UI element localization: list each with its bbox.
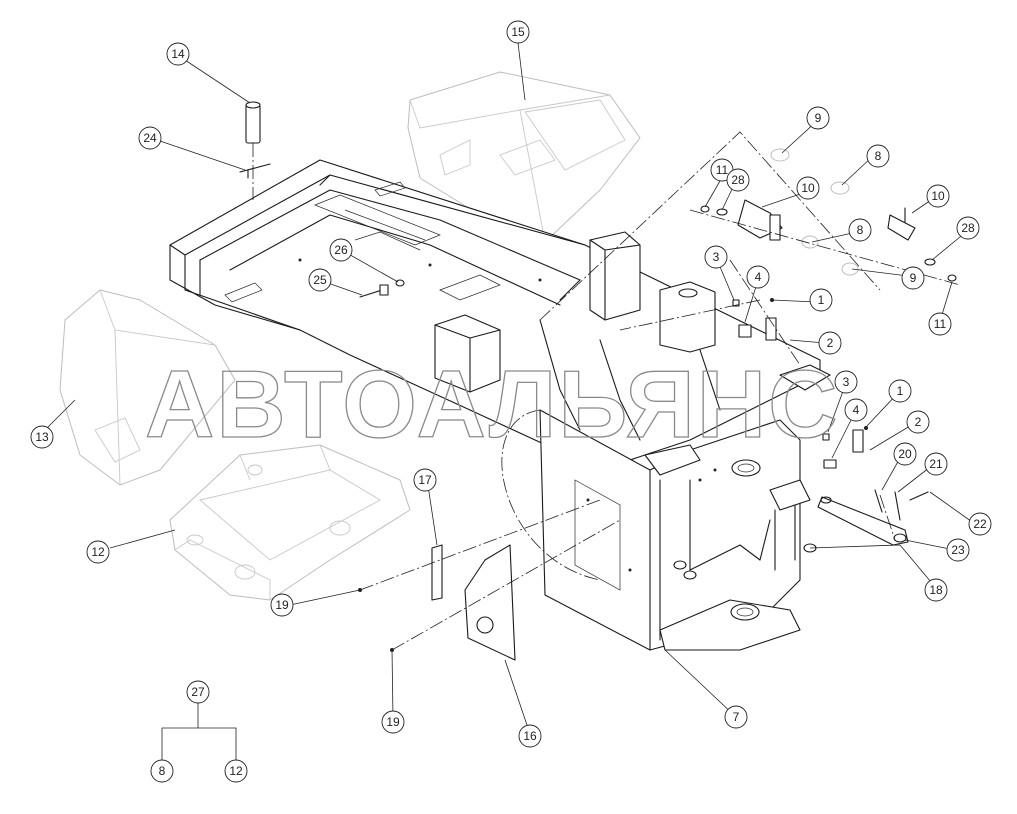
callout-8: 8 (866, 144, 890, 168)
callout-1: 1 (888, 379, 912, 403)
svg-text:10: 10 (801, 181, 815, 195)
svg-text:3: 3 (843, 375, 850, 389)
ghost-cover-13 (59, 289, 236, 486)
callout-23: 23 (946, 538, 970, 562)
callout-1: 1 (809, 288, 833, 312)
ghost-cover-15 (407, 71, 641, 243)
svg-text:2: 2 (915, 415, 922, 429)
svg-text:21: 21 (929, 457, 943, 471)
svg-text:17: 17 (418, 473, 432, 487)
callout-2: 2 (818, 331, 842, 355)
ghost-frame-12 (169, 444, 411, 601)
callout-3: 3 (704, 245, 728, 269)
svg-text:2: 2 (827, 336, 834, 350)
callout-15: 15 (506, 20, 530, 44)
svg-text:14: 14 (171, 47, 185, 61)
callout-19: 19 (381, 710, 405, 734)
svg-text:7: 7 (733, 710, 740, 724)
pivot-pins-10 (737, 199, 916, 241)
callout-19: 19 (270, 593, 294, 617)
callout-4: 4 (746, 265, 770, 289)
svg-text:28: 28 (731, 173, 745, 187)
callout-11: 11 (928, 312, 952, 336)
callout-21: 21 (924, 452, 948, 476)
svg-text:13: 13 (35, 430, 49, 444)
svg-text:24: 24 (143, 131, 157, 145)
svg-text:12: 12 (229, 764, 243, 778)
callout-13: 13 (30, 425, 54, 449)
callout-27: 27 (186, 680, 210, 704)
svg-text:28: 28 (961, 221, 975, 235)
svg-text:4: 4 (755, 270, 762, 284)
svg-text:19: 19 (275, 598, 289, 612)
svg-text:11: 11 (934, 317, 947, 331)
callout-2: 2 (906, 410, 930, 434)
svg-text:8: 8 (875, 149, 882, 163)
svg-text:23: 23 (951, 543, 965, 557)
svg-text:9: 9 (815, 111, 822, 125)
svg-text:25: 25 (313, 273, 327, 287)
svg-text:18: 18 (929, 583, 943, 597)
svg-text:26: 26 (334, 243, 348, 257)
cover-plate-16 (464, 544, 516, 661)
svg-text:16: 16 (523, 729, 537, 743)
svg-text:1: 1 (897, 384, 904, 398)
callout-26: 26 (329, 238, 353, 262)
svg-text:27: 27 (191, 685, 205, 699)
svg-text:1: 1 (818, 293, 825, 307)
callout-10: 10 (796, 176, 820, 200)
main-frame-body (169, 159, 831, 651)
watermark-text: АВТОАЛЬЯНС (145, 351, 839, 458)
svg-text:22: 22 (973, 517, 987, 531)
callout-8: 8 (848, 218, 872, 242)
callout-16: 16 (518, 724, 542, 748)
svg-text:15: 15 (511, 25, 525, 39)
bolt-25 (359, 284, 389, 298)
assembly-lines (252, 131, 961, 651)
plate-17 (431, 544, 443, 601)
washer-26 (395, 279, 405, 287)
small-hardware (700, 148, 957, 469)
svg-text:4: 4 (853, 403, 860, 417)
clip-24 (239, 163, 271, 179)
callout-14: 14 (166, 42, 190, 66)
callout-20: 20 (893, 442, 917, 466)
svg-text:12: 12 (91, 545, 105, 559)
svg-text:10: 10 (931, 189, 945, 203)
link-arm-18 (817, 489, 929, 546)
callout-9: 9 (901, 266, 925, 290)
callout-4: 4 (844, 398, 868, 422)
svg-text:9: 9 (910, 271, 917, 285)
svg-text:20: 20 (898, 447, 912, 461)
callout-28: 28 (726, 168, 750, 192)
callout-25: 25 (308, 268, 332, 292)
callout-3: 3 (834, 370, 858, 394)
callout-17: 17 (413, 468, 437, 492)
svg-text:8: 8 (159, 764, 166, 778)
callout-8: 8 (150, 759, 174, 783)
callout-12: 12 (224, 759, 248, 783)
callout-7: 7 (724, 705, 748, 729)
callout-18: 18 (924, 578, 948, 602)
callout-24: 24 (138, 126, 162, 150)
callout-9: 9 (806, 106, 830, 130)
svg-text:3: 3 (713, 250, 720, 264)
callout-12: 12 (86, 540, 110, 564)
svg-text:11: 11 (716, 163, 729, 177)
callout-10: 10 (926, 184, 950, 208)
svg-text:8: 8 (857, 223, 864, 237)
callout-22: 22 (968, 512, 992, 536)
svg-text:19: 19 (386, 715, 400, 729)
pin-14 (245, 101, 261, 144)
callout-28: 28 (956, 216, 980, 240)
leader-dots (358, 298, 868, 652)
